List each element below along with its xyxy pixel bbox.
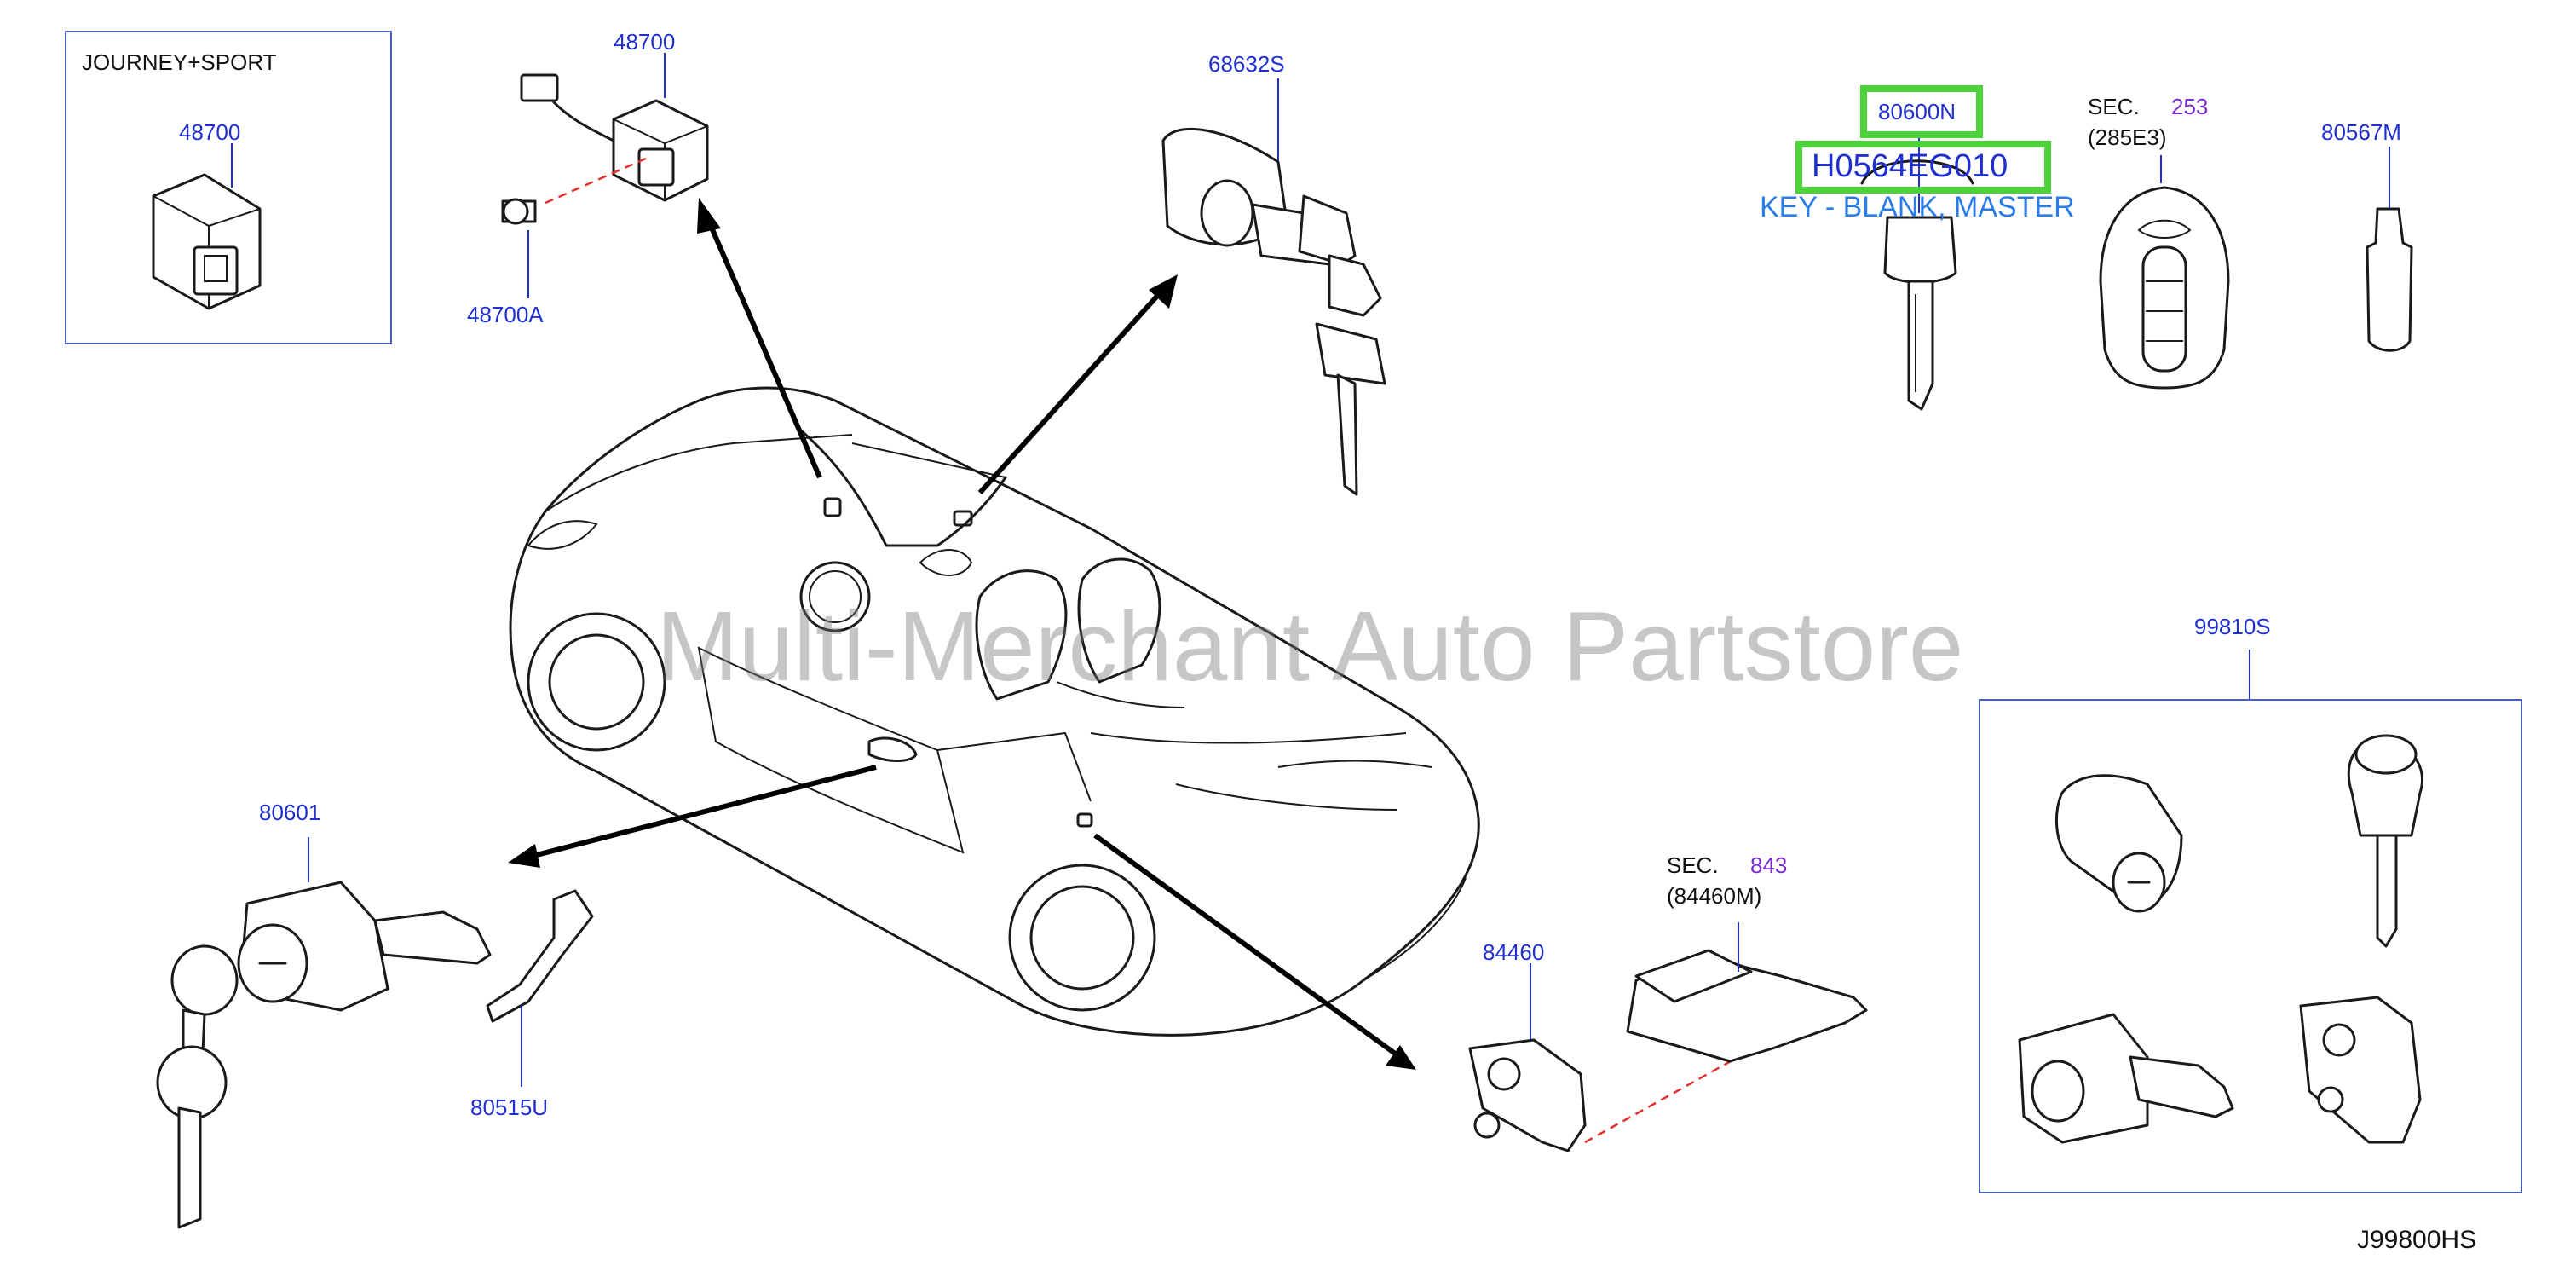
vehicle-illustration [509, 386, 1480, 1037]
inset-title: JOURNEY+SPORT [82, 49, 277, 75]
part-number-80600N[interactable]: 80600N [1878, 99, 1956, 124]
key-description: KEY - BLANK, MASTER [1760, 191, 2075, 223]
part-number-80567M[interactable]: 80567M [2321, 119, 2401, 145]
sec-253-reference: (285E3) [2088, 124, 2167, 150]
door-lock-cylinder-illustration [156, 837, 594, 1229]
kit-frame-99810S [1979, 699, 2522, 1193]
highlight-key-code [1795, 141, 2051, 194]
part-number-48700-inset[interactable]: 48700 [179, 119, 241, 145]
control-module-inset-illustration [152, 143, 262, 310]
lock-set-kit-illustration [2018, 650, 2424, 1144]
part-number-84460[interactable]: 84460 [1483, 939, 1545, 965]
master-key-illustration [1860, 136, 1974, 411]
part-number-48700A[interactable]: 48700A [467, 302, 544, 327]
section-number-253[interactable]: 253 [2171, 94, 2209, 119]
part-number-99810S[interactable]: 99810S [2194, 614, 2271, 639]
key-code-H0564EG010[interactable]: H0564EG010 [1812, 148, 2008, 184]
section-number-843[interactable]: 843 [1750, 852, 1788, 878]
trunk-latch-illustration [1468, 922, 1868, 1152]
callout-arrows [508, 198, 1416, 1070]
emergency-key-illustration [2366, 147, 2413, 352]
highlight-80600N [1860, 85, 1983, 138]
smart-key-fob-illustration [2099, 155, 2230, 390]
sec-843-prefix: SEC. [1667, 852, 1719, 878]
part-number-80601[interactable]: 80601 [259, 800, 321, 825]
part-number-80515U[interactable]: 80515U [470, 1095, 549, 1120]
sec-843-reference: (84460M) [1667, 883, 1762, 909]
control-module-illustration [501, 53, 709, 298]
diagram-code: J99800HS [2357, 1226, 2477, 1254]
ignition-cylinder-illustration [1161, 78, 1386, 496]
part-number-48700[interactable]: 48700 [614, 29, 676, 55]
inset-frame-journey-sport [65, 31, 392, 344]
part-number-68632S[interactable]: 68632S [1208, 51, 1285, 77]
watermark-text: Multi-Merchant Auto Partstore [656, 591, 1964, 702]
sec-253-prefix: SEC. [2088, 94, 2140, 119]
